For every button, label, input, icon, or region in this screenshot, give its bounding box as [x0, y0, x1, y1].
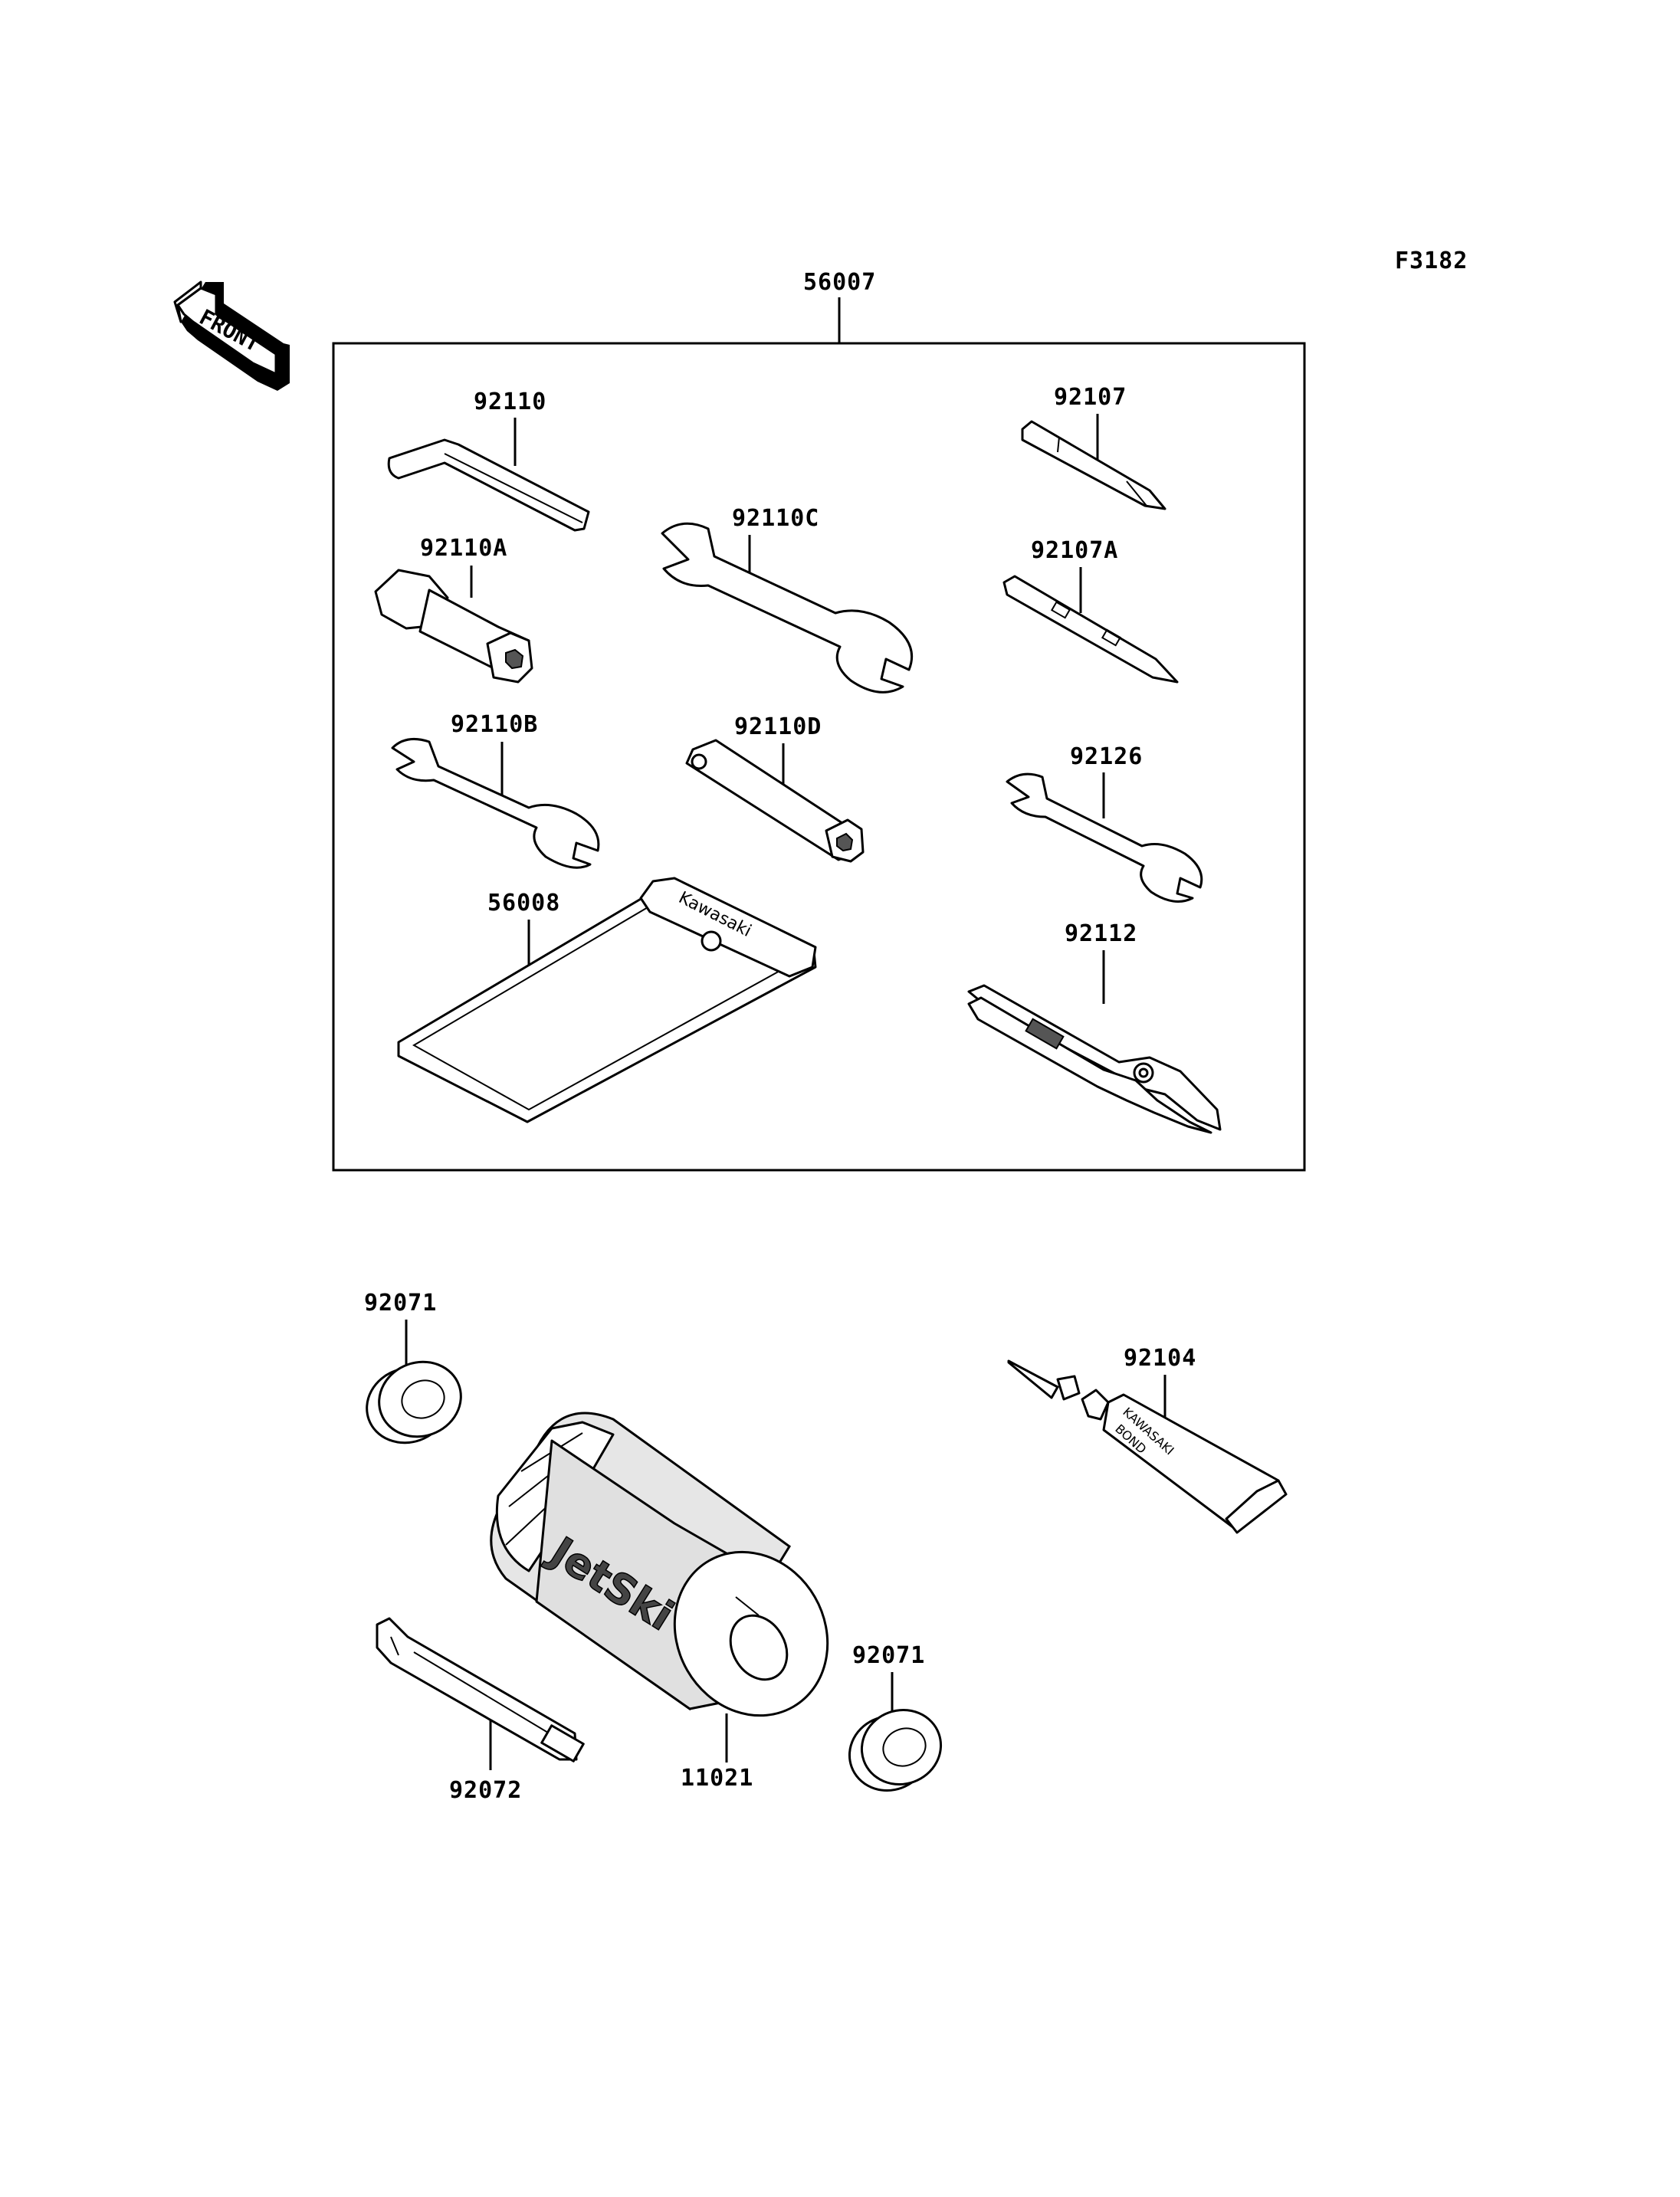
label-92110: 92110: [474, 389, 546, 415]
bond-tube-92104: 92104 KAWASAKI BOND: [1007, 1345, 1288, 1534]
label-92110B: 92110B: [451, 711, 538, 738]
wrench-92110C: 92110C: [661, 505, 914, 694]
figure-code: F3182: [1395, 248, 1468, 274]
wrench-92126: 92126: [1006, 743, 1203, 903]
tool-canister-11021: JetSki 11021: [490, 1412, 829, 1792]
label-56007: 56007: [803, 269, 876, 296]
label-56008: 56008: [487, 890, 560, 917]
label-92110D: 92110D: [734, 713, 822, 740]
label-92112: 92112: [1065, 920, 1137, 947]
tool-pouch-56008: 56008 Kawasaki: [397, 877, 817, 1123]
screwdriver-92107A: 92107A: [1002, 537, 1179, 684]
holder-92072: 92072: [376, 1617, 585, 1804]
pliers-92112: 92112: [967, 920, 1222, 1134]
label-92126: 92126: [1070, 743, 1143, 770]
grommet-92071-bottom: 92071: [848, 1642, 943, 1792]
label-92071-top: 92071: [364, 1290, 437, 1317]
label-92107A: 92107A: [1031, 537, 1118, 564]
hex-key-92110: 92110: [387, 389, 590, 532]
label-92110C: 92110C: [732, 505, 819, 532]
tool-kit-box: [332, 342, 1306, 1172]
screwdriver-bit-92107: 92107: [1021, 384, 1166, 510]
label-92110A: 92110A: [420, 535, 507, 562]
label-92104: 92104: [1124, 1345, 1196, 1372]
box-spanner-92110A: 92110A: [374, 535, 533, 684]
front-arrow-icon: FRONT: [173, 280, 290, 391]
label-11021: 11021: [681, 1765, 753, 1792]
tube-spanner-92110D: 92110D: [685, 713, 865, 863]
grommet-92071-top: 92071: [364, 1290, 462, 1444]
wrench-92110B: 92110B: [391, 711, 600, 869]
label-92071-bottom: 92071: [852, 1642, 925, 1669]
label-92107: 92107: [1054, 384, 1127, 411]
label-92072: 92072: [449, 1777, 522, 1804]
